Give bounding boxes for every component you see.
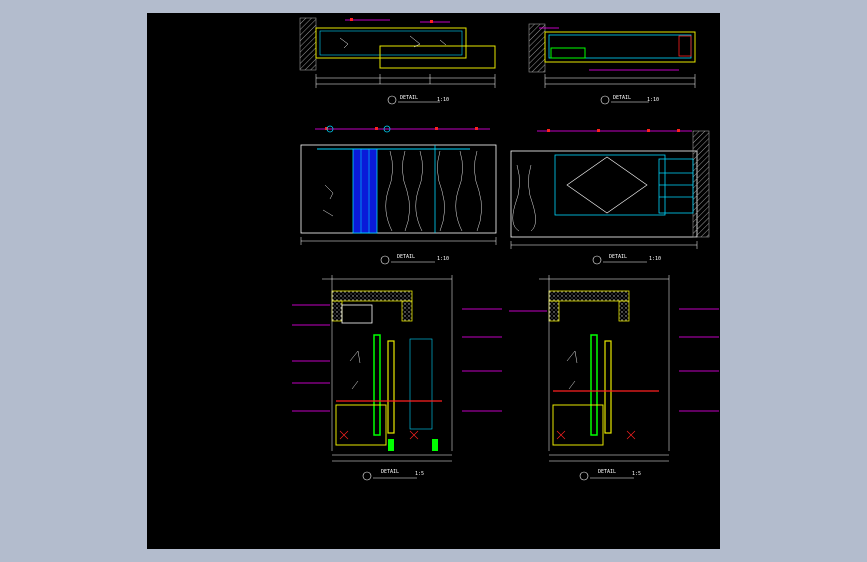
detail-marker [592,255,602,265]
glass-panel [352,148,378,234]
sect-right [509,275,719,481]
detail-scale: 1:10 [647,97,659,103]
detail-title: DETAIL [381,469,399,475]
detail-marker [362,471,372,481]
detail-title: DETAIL [397,254,415,260]
detail-marker [600,95,610,105]
detail-scale: 1:10 [649,256,661,262]
detail-scale: 1:5 [632,471,641,477]
detail-title: DETAIL [400,95,418,101]
plan-right [528,23,696,105]
drawing-canvas[interactable]: DETAIL 1:10 DETAIL 1:10 DETAIL 1:10 DETA… [147,13,720,549]
detail-marker [380,255,390,265]
wall-hatch [299,17,317,71]
detail-marker [579,471,589,481]
frame-post [373,334,381,436]
detail-title: DETAIL [613,95,631,101]
sect-left [292,275,502,481]
detail-scale: 1:10 [437,256,449,262]
detail-marker [387,95,397,105]
cad-drawing: DETAIL 1:10 DETAIL 1:10 DETAIL 1:10 DETA… [292,17,719,481]
elev-right [510,129,710,265]
detail-scale: 1:10 [437,97,449,103]
plan-left [299,17,496,105]
detail-title: DETAIL [609,254,627,260]
elev-left [300,125,497,265]
detail-scale: 1:5 [415,471,424,477]
base-fixing [388,439,394,451]
detail-title: DETAIL [598,469,616,475]
